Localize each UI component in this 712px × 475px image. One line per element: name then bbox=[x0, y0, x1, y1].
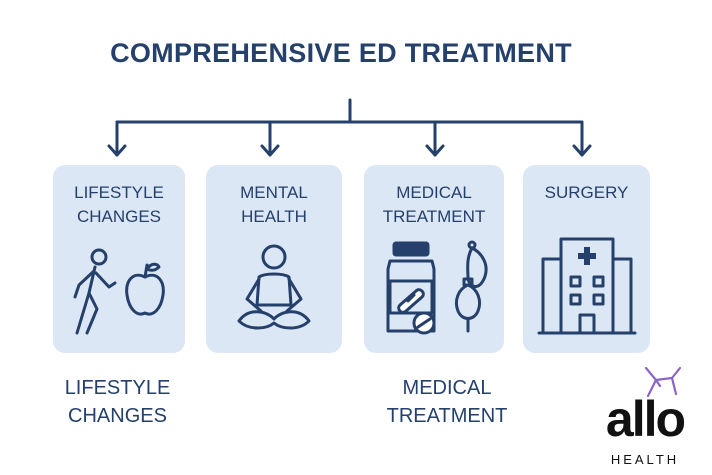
brand-wordmark: allo bbox=[605, 391, 686, 447]
pill-bottle-pump-icon bbox=[386, 240, 488, 335]
card-medical-treatment: MEDICAL TREATMENT bbox=[364, 165, 504, 353]
brand-subtitle: HEALTH bbox=[610, 452, 680, 467]
card-label: MENTAL HEALTH bbox=[240, 183, 308, 226]
arrow-head-4 bbox=[572, 144, 592, 157]
arrow-head-3 bbox=[425, 144, 445, 157]
card-label: LIFESTYLE CHANGES bbox=[74, 183, 164, 226]
meditation-icon bbox=[237, 244, 311, 330]
card-mental-health: MENTAL HEALTH bbox=[206, 165, 342, 353]
caption-lifestyle-changes: LIFESTYLE CHANGES bbox=[64, 377, 171, 427]
allo-health-logo: allo HEALTH bbox=[590, 362, 700, 472]
hospital-icon bbox=[537, 237, 637, 335]
card-surgery: SURGERY bbox=[523, 165, 650, 353]
molecule-icon bbox=[644, 366, 682, 398]
walking-person-apple-icon bbox=[73, 248, 165, 335]
arrow-head-2 bbox=[260, 144, 280, 157]
card-lifestyle-changes: LIFESTYLE CHANGES bbox=[53, 165, 185, 353]
caption-medical-treatment: MEDICAL TREATMENT bbox=[386, 377, 508, 427]
diagram-title: COMPREHENSIVE ED TREATMENT bbox=[110, 38, 572, 68]
card-label: SURGERY bbox=[544, 183, 629, 202]
arrow-head-1 bbox=[107, 144, 127, 157]
card-label: MEDICAL TREATMENT bbox=[382, 183, 486, 226]
